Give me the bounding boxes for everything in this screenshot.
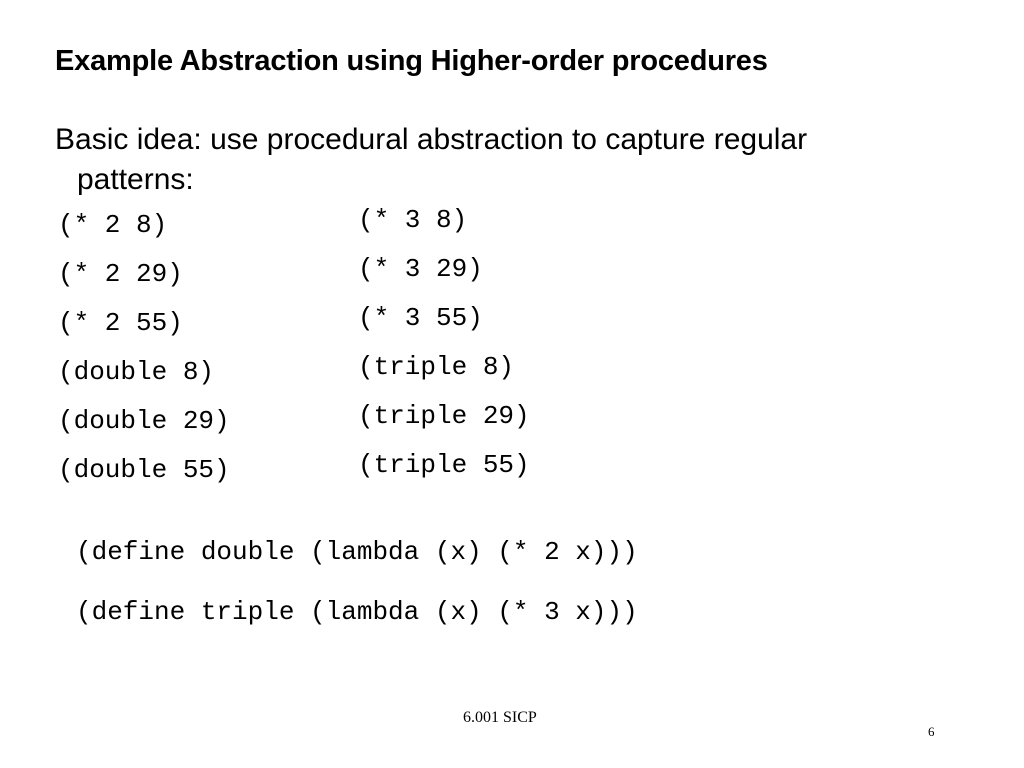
intro-line-continuation: patterns: <box>77 163 194 196</box>
define-triple-code: (define triple (lambda (x) (* 3 x))) <box>76 597 638 627</box>
code-example: (* 3 29) <box>358 254 483 284</box>
code-example: (double 29) <box>58 406 230 436</box>
page-number: 6 <box>928 724 935 739</box>
code-example: (triple 55) <box>358 450 530 480</box>
code-example: (* 3 8) <box>358 205 468 235</box>
code-example: (double 8) <box>58 357 215 387</box>
slide-title: Example Abstraction using Higher-order p… <box>55 45 768 77</box>
code-example: (triple 8) <box>358 352 515 382</box>
code-example: (* 2 29) <box>58 259 183 289</box>
intro-line: Basic idea: use procedural abstraction t… <box>55 123 808 156</box>
intro-text: Basic idea: use procedural abstraction t… <box>55 120 955 200</box>
code-example: (* 2 8) <box>58 210 168 240</box>
code-example: (* 3 55) <box>358 303 483 333</box>
define-double-code: (define double (lambda (x) (* 2 x))) <box>76 537 638 567</box>
code-example: (triple 29) <box>358 401 530 431</box>
code-example: (double 55) <box>58 455 230 485</box>
code-example: (* 2 55) <box>58 308 183 338</box>
footer-course-label: 6.001 SICP <box>463 709 537 726</box>
